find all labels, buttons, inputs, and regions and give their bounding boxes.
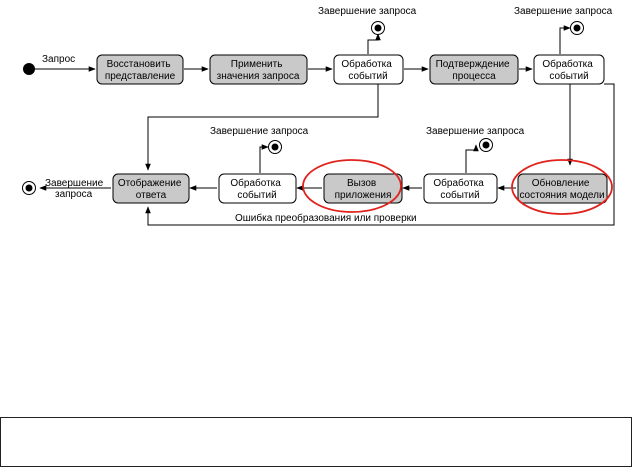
svg-text:Обработка событий: Обработка событий: [230, 177, 283, 201]
completion-label-4: Завершение запроса: [210, 126, 309, 137]
svg-text:Обновление состояния мод: Обновление состояния модели: [519, 177, 604, 201]
svg-text:Вызов приложения: Вызов приложения: [335, 178, 392, 201]
svg-text:Обработка событий: Обработка событий: [542, 58, 595, 82]
highlight-circle-invoke: [302, 159, 402, 213]
completion-state-4: [268, 140, 282, 154]
node-apply-request-values: Применить значения запроса: [209, 54, 308, 85]
error-path-label: Ошибка преобразования или проверки: [235, 212, 417, 224]
empty-text-box: [0, 417, 632, 467]
node-update-model: Обновление состояния модели: [517, 173, 608, 204]
svg-text:Обработка событий: Обработка событий: [433, 177, 486, 201]
node-process-events-4: Обработка событий: [218, 173, 297, 204]
svg-text:Отображение ответа: Отображение ответа: [118, 177, 184, 201]
node-process-events-2: Обработка событий: [533, 54, 605, 85]
node-render-response: Отображение ответа: [112, 173, 190, 204]
node-process-validation: Подтверждение процесса: [429, 54, 519, 85]
completion-state-3: [479, 138, 493, 152]
lifecycle-diagram: Запрос Завершение запроса Завершение зап…: [22, 6, 615, 226]
completion-state-2: [570, 21, 584, 35]
highlight-circle-update: [511, 159, 613, 215]
start-label: Запрос: [42, 54, 75, 65]
svg-text:Восстановить представлен: Восстановить представление: [105, 59, 176, 82]
final-state-icon: [22, 181, 36, 195]
node-restore-view: Восстановить представление: [96, 54, 184, 85]
connector-lines: [35, 25, 615, 226]
svg-text:Подтверждение процесса: Подтверждение процесса: [436, 59, 513, 82]
completion-state-1: [371, 21, 385, 35]
completion-label-2: Завершение запроса: [514, 6, 613, 17]
completion-label-3: Завершение запроса: [426, 126, 525, 137]
svg-text:Применить значения запро: Применить значения запроса: [217, 59, 300, 82]
node-process-events-1: Обработка событий: [333, 54, 404, 85]
end-label: Завершение запроса: [45, 178, 106, 200]
node-invoke-application: Вызов приложения: [323, 173, 403, 204]
svg-text:Обработка событий: Обработка событий: [341, 58, 394, 82]
node-process-events-3: Обработка событий: [423, 173, 498, 204]
completion-label-1: Завершение запроса: [318, 6, 417, 17]
start-state-dot: [23, 63, 35, 75]
